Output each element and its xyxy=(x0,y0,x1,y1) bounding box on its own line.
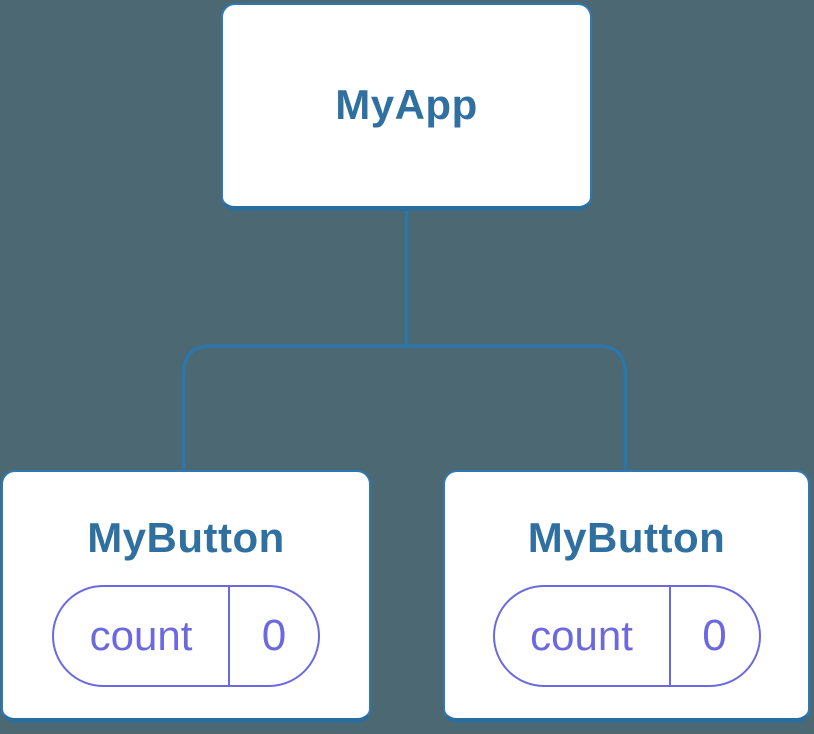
component-label: MyApp xyxy=(335,81,478,129)
component-node-child-2: MyButton count 0 xyxy=(443,470,810,723)
state-value: 0 xyxy=(228,587,318,686)
connector-bracket xyxy=(181,344,628,473)
component-label: MyButton xyxy=(87,513,285,561)
state-pill: count 0 xyxy=(492,585,761,688)
component-label: MyButton xyxy=(527,513,726,561)
state-name: count xyxy=(89,612,193,660)
state-value: 0 xyxy=(668,587,759,686)
component-node-root: MyApp xyxy=(221,3,592,211)
state-name: count xyxy=(530,612,633,660)
component-node-child-1: MyButton count 0 xyxy=(1,470,371,723)
state-pill: count 0 xyxy=(52,585,320,688)
